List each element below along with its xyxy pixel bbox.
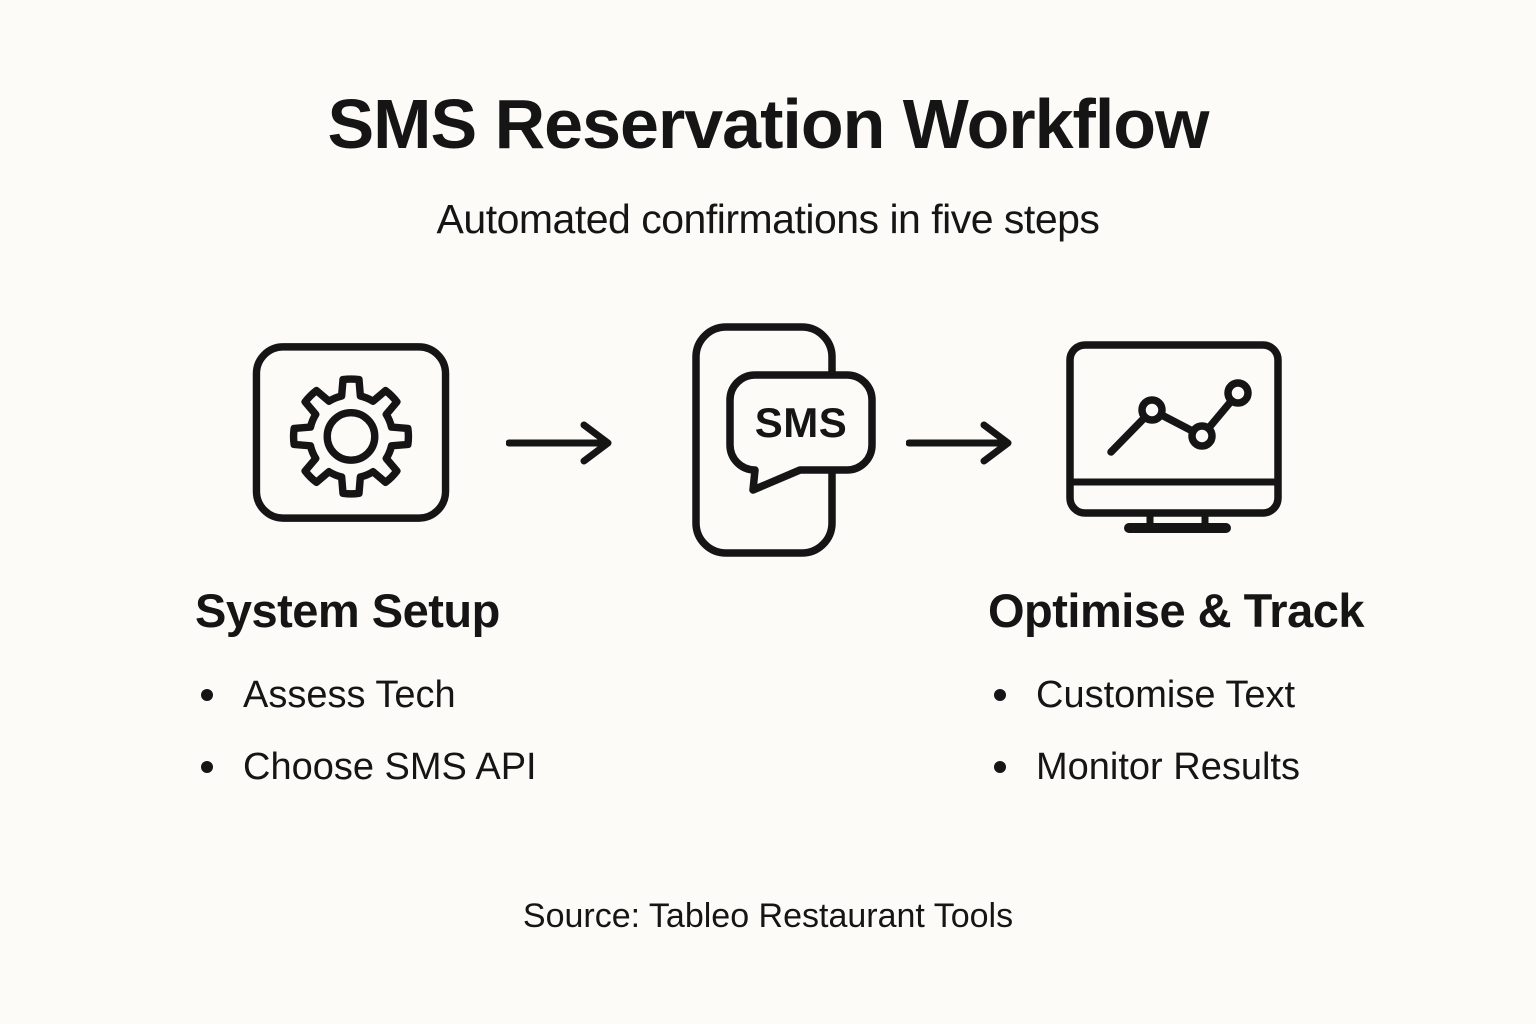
- section-optimise-track: Optimise & Track Customise Text Monitor …: [988, 583, 1408, 790]
- list-item-label: Monitor Results: [1036, 746, 1300, 788]
- monitor-chart-icon: [1065, 340, 1283, 534]
- list-item: Customise Text: [988, 672, 1408, 718]
- page-title: SMS Reservation Workflow: [327, 85, 1209, 163]
- bullet-icon: [201, 761, 213, 773]
- list-item-label: Assess Tech: [243, 674, 456, 716]
- sms-badge-text: SMS: [755, 399, 848, 446]
- bullet-icon: [994, 761, 1006, 773]
- section-heading: System Setup: [195, 584, 500, 637]
- source-caption: Source: Tableo Restaurant Tools: [522, 897, 1014, 935]
- bullet-list: Assess Tech Choose SMS API: [195, 672, 615, 790]
- page-subtitle: Automated confirmations in five steps: [436, 196, 1100, 242]
- list-item: Assess Tech: [195, 672, 615, 718]
- bullet-icon: [201, 689, 213, 701]
- bullet-icon: [994, 689, 1006, 701]
- phone-sms-icon: SMS: [691, 323, 881, 559]
- arrow-right-icon: [506, 420, 624, 466]
- section-system-setup: System Setup Assess Tech Choose SMS API: [195, 583, 615, 790]
- list-item-label: Customise Text: [1036, 674, 1296, 716]
- section-heading: Optimise & Track: [988, 584, 1365, 637]
- list-item: Choose SMS API: [195, 744, 615, 790]
- bullet-list: Customise Text Monitor Results: [988, 672, 1408, 790]
- arrow-right-icon: [906, 420, 1024, 466]
- gear-icon: [252, 340, 450, 525]
- list-item-label: Choose SMS API: [243, 746, 537, 788]
- list-item: Monitor Results: [988, 744, 1408, 790]
